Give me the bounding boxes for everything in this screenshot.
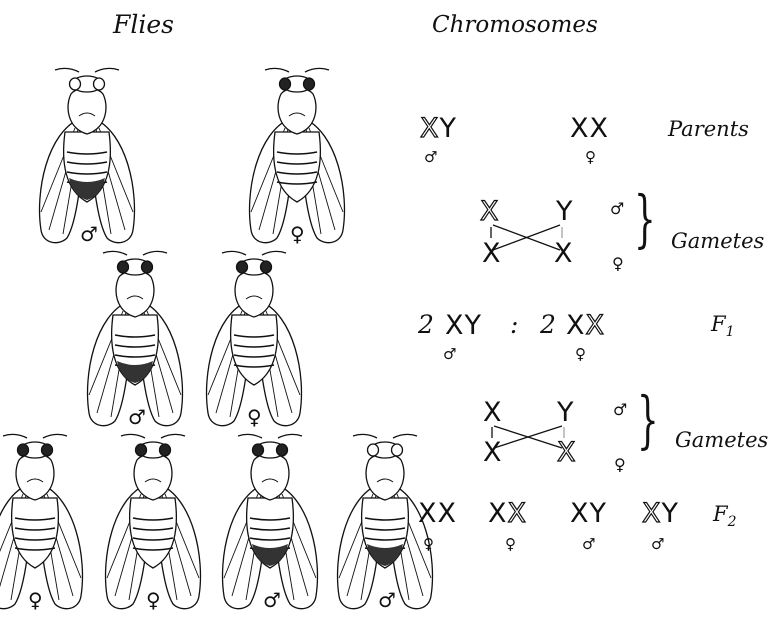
male-symbol: ♂	[582, 535, 596, 553]
gamete-x-red: X	[482, 238, 502, 269]
y-chromosome: Y	[464, 310, 482, 341]
male-symbol: ♂	[80, 222, 98, 246]
female-symbol: ♀	[247, 405, 262, 429]
f2-female-chromosomes: XX	[488, 497, 527, 529]
fly-male-white-eyed	[336, 433, 434, 610]
female-symbol: ♀	[146, 588, 161, 612]
f2-label: F2	[713, 502, 737, 531]
parent-male-chromosomes: XY	[419, 112, 457, 144]
gametes-label: Gametes	[671, 229, 765, 253]
fly-female-red-eyed	[104, 433, 202, 610]
gamete-x-red: X	[483, 437, 503, 468]
fly-male-white-eyed	[38, 67, 136, 244]
flies-heading: Flies	[113, 10, 174, 39]
gametes-label: Gametes	[675, 428, 769, 452]
x-chromosome-white: X	[419, 112, 440, 144]
male-symbol: ♂	[378, 588, 396, 612]
chromosomes-heading: Chromosomes	[432, 12, 598, 38]
parent-female-chromosomes: XX	[570, 113, 609, 144]
male-symbol: ♂	[424, 148, 438, 166]
f2-male-chromosomes: XY	[570, 498, 607, 529]
gametes-brace: }	[634, 182, 656, 255]
x-chromosome-white: X	[585, 309, 605, 341]
female-symbol: ♀	[585, 148, 596, 166]
female-symbol: ♀	[612, 254, 624, 273]
female-symbol: ♀	[575, 345, 586, 363]
x-chromosome-white: X	[507, 497, 527, 529]
male-symbol: ♂	[651, 535, 665, 553]
gamete-x-white: X	[479, 195, 500, 227]
x-chromosome-red: X	[570, 113, 590, 144]
fly-male-red-eyed	[221, 433, 319, 610]
x-chromosome-red: X	[418, 498, 438, 529]
f1-female-ratio: 2	[540, 310, 556, 339]
gamete-x-red: X	[483, 397, 503, 428]
female-symbol: ♀	[423, 535, 434, 553]
y-chromosome: Y	[661, 498, 679, 529]
female-symbol: ♀	[290, 222, 305, 246]
y-chromosome: Y	[439, 113, 457, 144]
female-symbol: ♀	[614, 455, 626, 474]
gametes-brace: }	[637, 383, 659, 456]
x-chromosome-red: X	[589, 113, 609, 144]
fly-female-red-eyed	[0, 433, 84, 610]
x-chromosome-red: X	[437, 498, 457, 529]
ratio-separator: :	[510, 310, 519, 339]
gamete-x-red: X	[554, 238, 574, 269]
fly-male-red-eyed	[86, 250, 184, 427]
fly-female-red-eyed	[248, 67, 346, 244]
fly-female-red-eyed	[205, 250, 303, 427]
x-chromosome-white: X	[641, 497, 662, 529]
y-chromosome: Y	[589, 498, 607, 529]
x-chromosome-red: X	[570, 498, 590, 529]
gamete-cross-lines	[490, 224, 563, 251]
f1-male-chromosomes: XY	[445, 310, 482, 341]
x-chromosome-red: X	[566, 310, 586, 341]
x-chromosome-red: X	[445, 310, 465, 341]
male-symbol: ♂	[443, 345, 457, 363]
male-symbol: ♂	[613, 400, 628, 419]
parents-label: Parents	[668, 117, 749, 141]
gamete-y: Y	[557, 397, 575, 428]
f2-female-chromosomes: XX	[418, 498, 457, 529]
f2-male-chromosomes: XY	[641, 497, 679, 529]
f1-label: F1	[711, 312, 735, 341]
f1-female-chromosomes: XX	[566, 309, 605, 341]
gamete-y: Y	[556, 196, 574, 227]
male-symbol: ♂	[263, 588, 281, 612]
gamete-x-white: X	[556, 436, 577, 468]
x-chromosome-red: X	[488, 498, 508, 529]
f1-male-ratio: 2	[418, 310, 434, 339]
gamete-cross-lines	[491, 425, 565, 449]
female-symbol: ♀	[505, 535, 516, 553]
female-symbol: ♀	[28, 588, 43, 612]
male-symbol: ♂	[610, 199, 625, 218]
male-symbol: ♂	[128, 405, 146, 429]
